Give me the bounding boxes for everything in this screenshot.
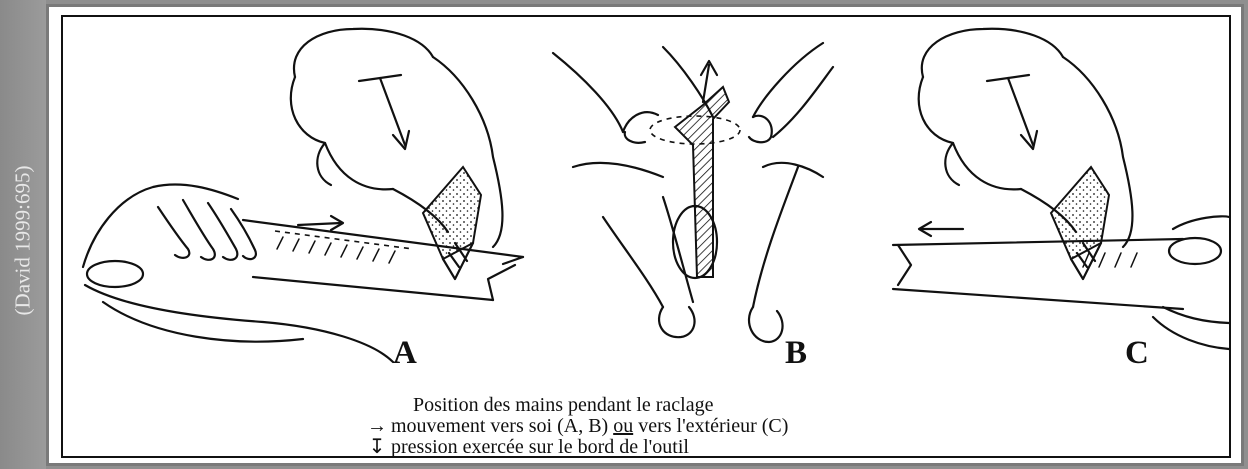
source-caption: (David 1999:695) [8, 185, 38, 295]
legend-motion-row: →mouvement vers soi (A, B) ou vers l'ext… [363, 416, 788, 437]
legend-motion-text: mouvement vers soi (A, B) [391, 415, 608, 437]
figure-panel: A B C Position des mains pendant le racl… [61, 15, 1231, 458]
panel-label-b: B [785, 335, 807, 372]
source-caption-text: (David 1999:695) [11, 165, 36, 315]
legend-pressure-row: ↧pression exercée sur le bord de l'outil [363, 437, 788, 458]
pressure-arrow-icon: ↧ [363, 437, 391, 458]
panel-label-c: C [1125, 335, 1149, 372]
motion-arrow-icon: → [363, 416, 391, 437]
legend-motion-emphasis: ou [613, 415, 633, 437]
legend-pressure-text: pression exercée sur le bord de l'outil [391, 436, 689, 458]
scraping-illustration [63, 17, 1229, 456]
panel-c-drawing [893, 29, 1229, 349]
panel-a-drawing [83, 29, 523, 362]
legend: Position des mains pendant le raclage →m… [363, 395, 788, 458]
panel-b-drawing [553, 43, 833, 342]
figure-frame: A B C Position des mains pendant le racl… [46, 4, 1244, 466]
legend-title: Position des mains pendant le raclage [363, 395, 788, 416]
panel-label-a: A [393, 335, 417, 372]
legend-motion-text-after: vers l'extérieur (C) [638, 415, 788, 437]
